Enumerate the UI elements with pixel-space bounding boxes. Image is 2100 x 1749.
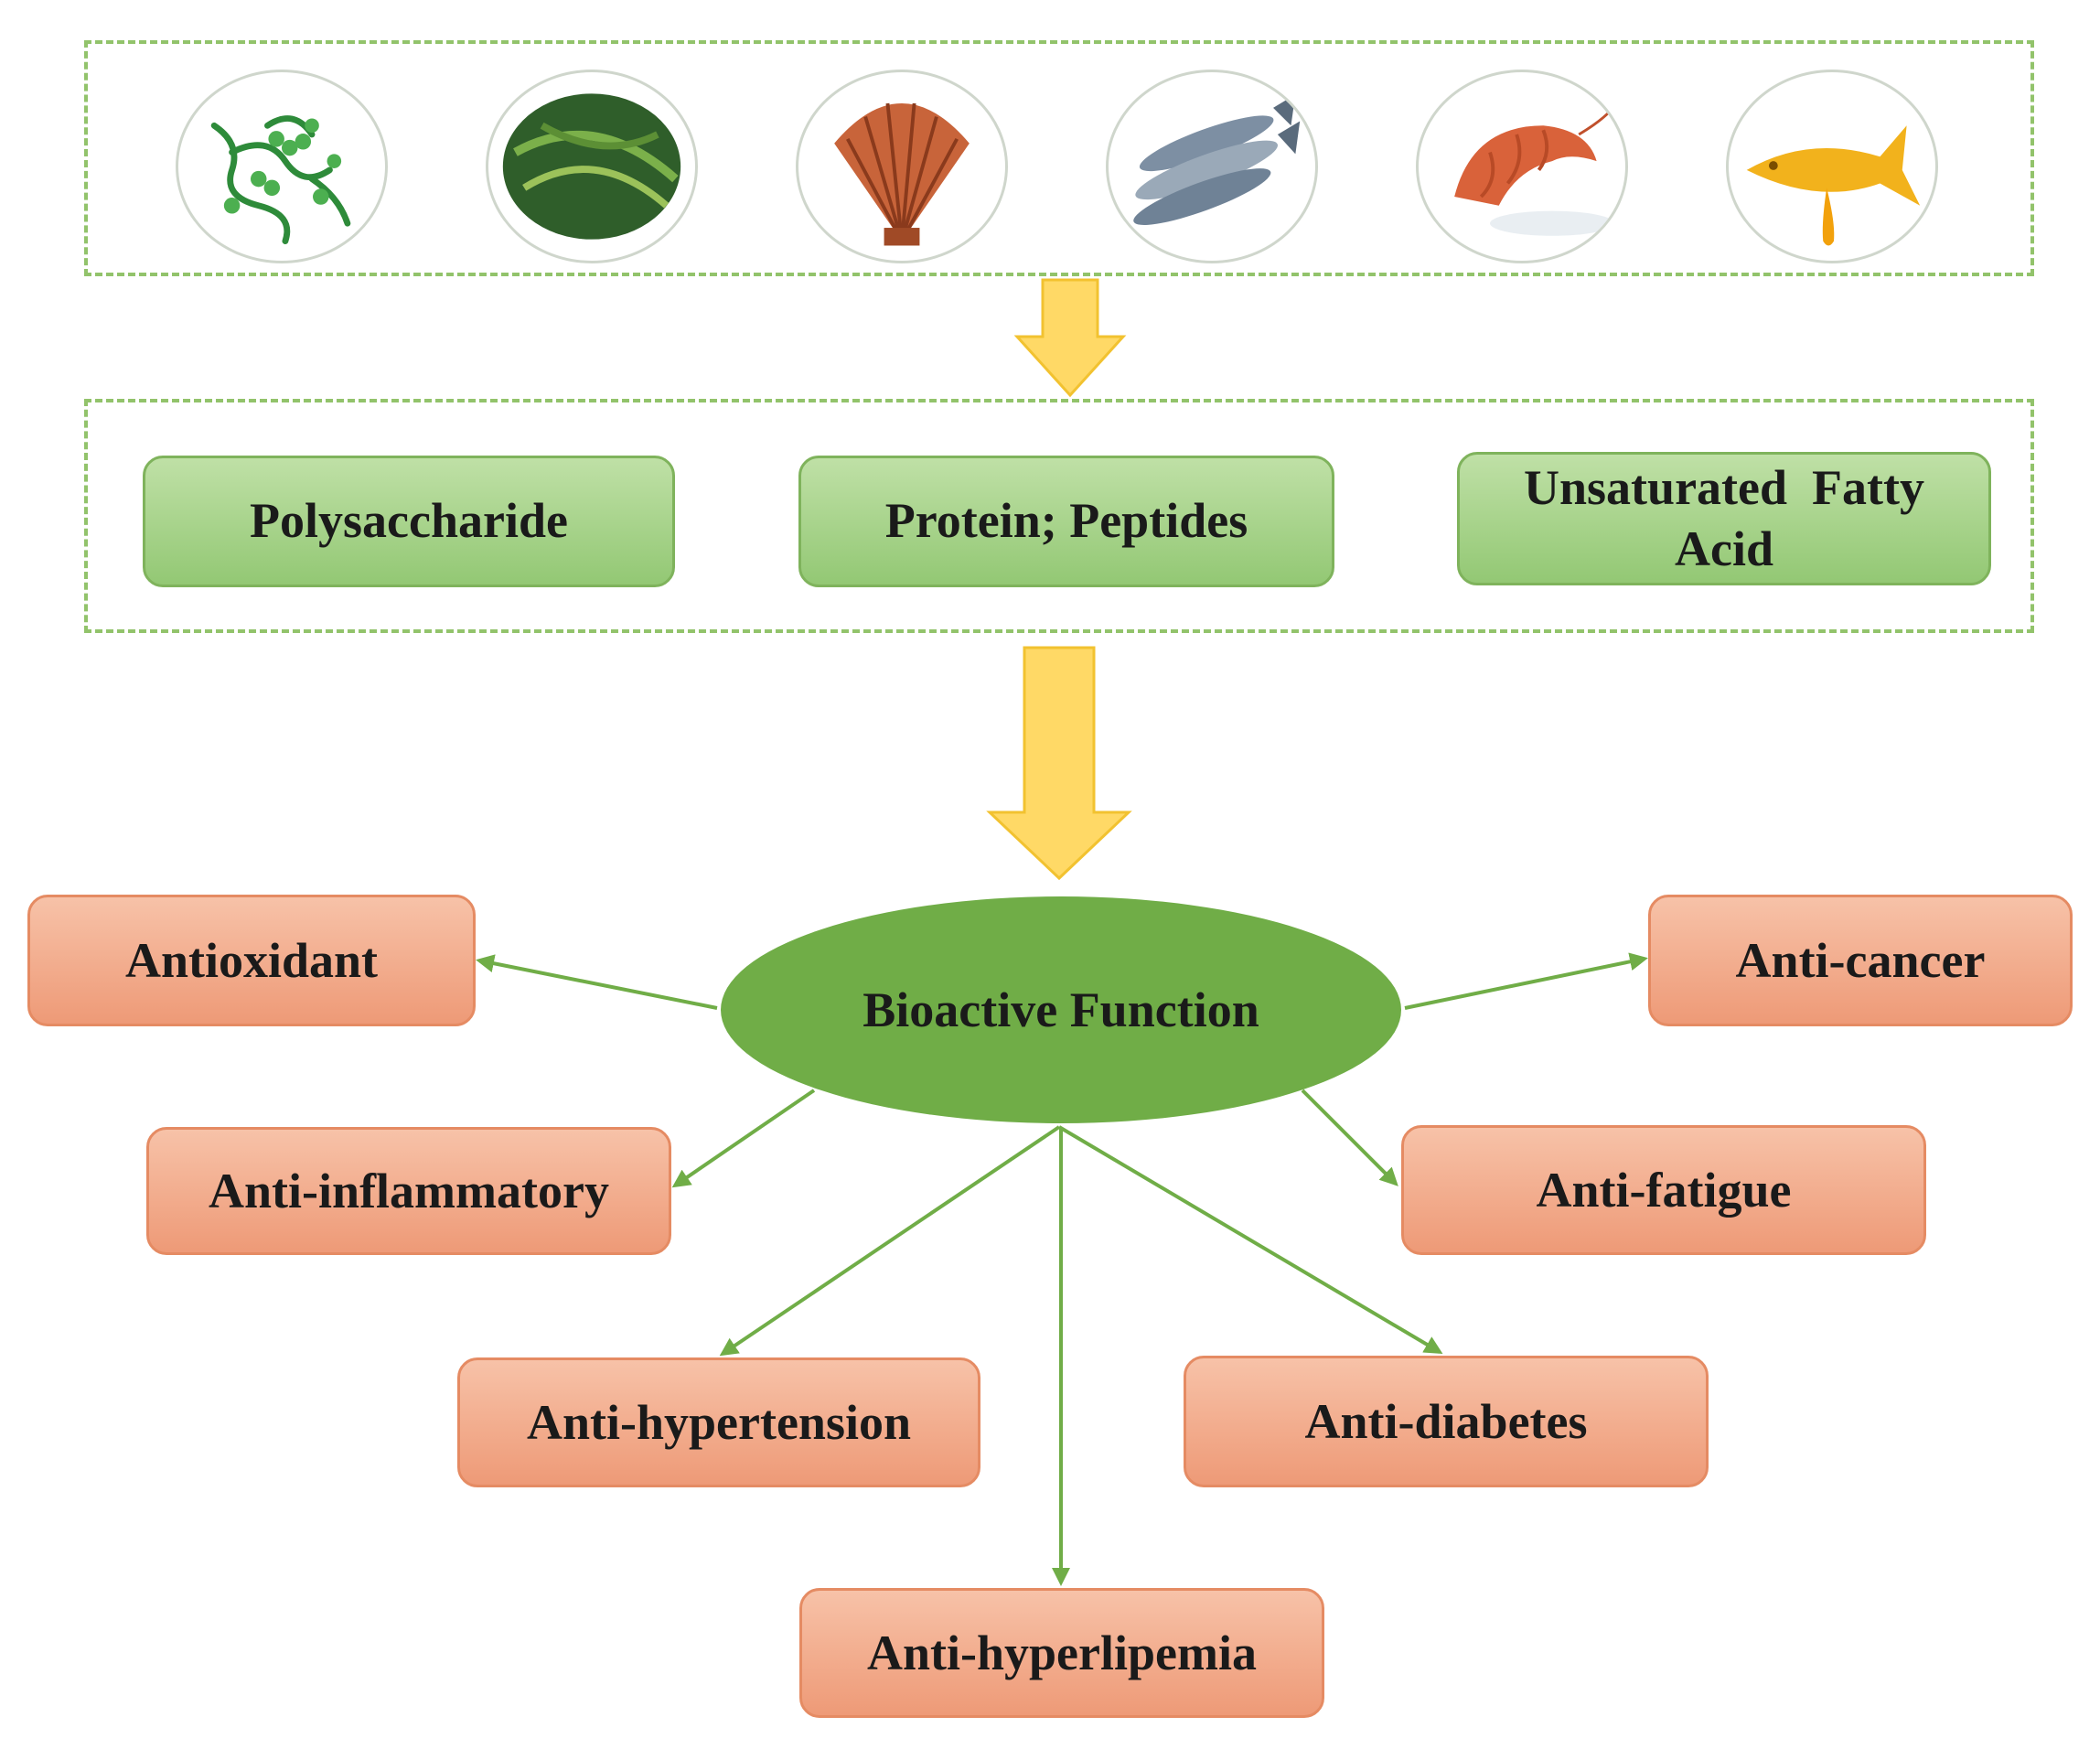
component-label: Polysaccharide — [250, 493, 568, 549]
function-anti-hyperlipemia: Anti-hyperlipemia — [799, 1588, 1324, 1718]
connector-anti-inflammatory — [671, 1089, 816, 1188]
connector-anti-hypertension — [719, 1125, 1061, 1357]
down-arrow-1 — [1013, 278, 1127, 398]
function-label: Antioxidant — [124, 933, 379, 988]
function-anti-hypertension: Anti-hypertension — [457, 1357, 980, 1487]
connector-anti-fatigue — [1301, 1089, 1398, 1186]
function-label: Anti-cancer — [1735, 933, 1986, 988]
shrimp-icon — [1416, 70, 1628, 263]
function-label: Anti-fatigue — [1536, 1163, 1792, 1218]
fish-oil-drop-icon — [1726, 70, 1938, 263]
center-label: Bioactive Function — [862, 982, 1259, 1037]
connector-antioxidant — [476, 954, 718, 1010]
connector-anti-diabetes — [1057, 1125, 1443, 1355]
component-label: Protein; Peptides — [884, 493, 1248, 549]
function-label: Anti-diabetes — [1304, 1394, 1588, 1449]
kelp-leaf-icon — [486, 70, 698, 263]
function-anti-fatigue: Anti-fatigue — [1401, 1125, 1926, 1255]
bioactive-function-node: Bioactive Function — [721, 896, 1401, 1123]
function-label: Anti-inflammatory — [209, 1164, 609, 1218]
component-protein-peptides: Protein; Peptides — [798, 456, 1334, 587]
seaweed-strand-icon — [176, 70, 388, 263]
function-label: Anti-hypertension — [526, 1395, 912, 1450]
function-antioxidant: Antioxidant — [27, 895, 476, 1026]
component-polysaccharide: Polysaccharide — [143, 456, 675, 587]
components-panel — [84, 399, 2034, 633]
function-anti-inflammatory: Anti-inflammatory — [146, 1127, 671, 1255]
connector-anti-cancer — [1404, 952, 1648, 1010]
scallop-shell-icon — [796, 70, 1008, 263]
function-label: Anti-hyperlipemia — [867, 1626, 1257, 1680]
marine-sources-panel — [84, 40, 2034, 276]
component-unsaturated-fatty-acid: Unsaturated Fatty Acid — [1457, 452, 1991, 585]
function-anti-cancer: Anti-cancer — [1648, 895, 2073, 1026]
down-arrow-2 — [986, 646, 1132, 881]
component-label: Unsaturated Fatty Acid — [1524, 459, 1934, 577]
sardine-fish-icon — [1106, 70, 1318, 263]
function-anti-diabetes: Anti-diabetes — [1184, 1356, 1709, 1487]
